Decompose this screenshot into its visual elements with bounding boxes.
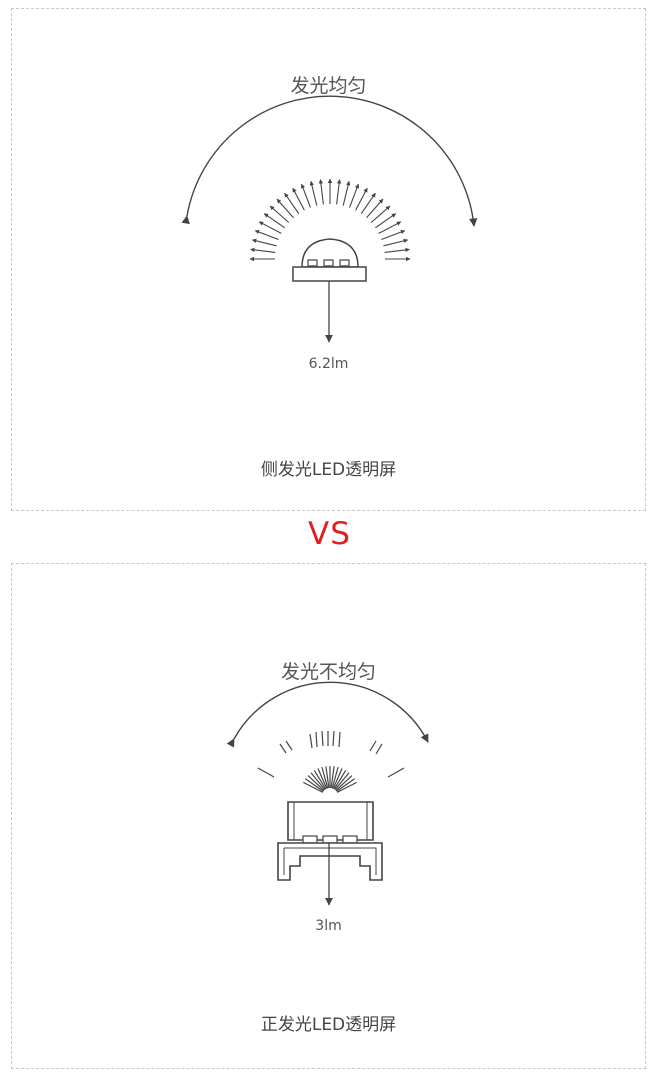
light-ray	[318, 179, 324, 205]
light-stroke	[305, 778, 324, 792]
side-emitting-panel: 发光均匀 6.2lm 侧发光LED透明屏	[11, 8, 646, 511]
light-ray	[263, 213, 286, 229]
light-stroke	[335, 775, 353, 792]
light-ray	[284, 192, 300, 215]
light-ray	[292, 187, 305, 211]
uneven-light-rays	[257, 730, 405, 793]
light-ray	[342, 180, 351, 206]
light-stroke	[330, 766, 335, 789]
panel-caption: 正发光LED透明屏	[260, 1015, 397, 1035]
light-ray	[258, 221, 282, 234]
light-stroke	[310, 772, 326, 791]
light-ray	[381, 229, 406, 241]
led-pad	[307, 259, 318, 267]
light-stroke	[336, 781, 357, 793]
light-ray	[269, 205, 290, 223]
led-body	[287, 801, 374, 841]
uniform-arc-arrow	[181, 95, 478, 227]
panel-caption: 侧发光LED透明屏	[260, 460, 397, 480]
led-pad	[322, 835, 338, 844]
light-stroke	[331, 766, 339, 789]
light-stroke	[309, 733, 313, 749]
led-housing	[277, 842, 383, 881]
light-stroke	[334, 772, 350, 791]
light-stroke	[387, 767, 405, 778]
light-ray	[355, 187, 368, 211]
light-stroke	[279, 743, 287, 754]
light-ray	[348, 183, 360, 208]
light-ray	[370, 205, 391, 223]
led-base	[292, 266, 367, 282]
light-ray	[276, 198, 294, 219]
light-stroke	[333, 770, 347, 790]
light-stroke	[325, 766, 330, 789]
uniform-light-rays	[249, 178, 411, 262]
side-emitting-diagram	[181, 95, 478, 343]
light-ray	[251, 238, 277, 247]
light-stroke	[375, 743, 383, 755]
lumen-value: 3lm	[315, 918, 342, 934]
light-ray	[366, 198, 384, 219]
uniform-label: 发光均匀	[290, 75, 367, 97]
light-stroke	[285, 740, 293, 751]
led-pad	[302, 835, 318, 844]
uneven-label: 发光不均匀	[280, 661, 376, 683]
light-ray	[250, 247, 276, 253]
light-ray	[383, 238, 409, 247]
light-stroke	[332, 768, 343, 789]
uneven-arc-arrow	[226, 681, 429, 748]
light-stroke	[315, 731, 318, 748]
light-stroke	[303, 781, 324, 793]
light-stroke	[257, 767, 275, 778]
light-ray	[360, 192, 376, 215]
light-ray	[384, 247, 410, 253]
light-stroke	[313, 770, 327, 790]
light-stroke	[317, 768, 328, 789]
lumen-value: 6.2lm	[308, 356, 349, 372]
front-emitting-panel: 发光不均匀 3lm 正发光LED透明屏	[11, 563, 646, 1069]
light-ray	[378, 221, 402, 234]
light-stroke	[336, 778, 355, 792]
light-stroke	[307, 775, 325, 792]
light-ray	[374, 213, 397, 229]
led-pad	[342, 835, 358, 844]
light-ray	[300, 183, 312, 208]
light-stroke	[321, 766, 329, 789]
light-stroke	[338, 731, 341, 748]
light-ray	[309, 180, 318, 206]
light-stroke	[332, 730, 335, 747]
front-emitting-diagram	[226, 681, 429, 906]
light-ray	[336, 179, 342, 205]
led-pad	[339, 259, 350, 267]
light-ray	[254, 229, 279, 241]
led-pad	[323, 259, 334, 267]
vs-label: VS	[308, 516, 351, 552]
light-stroke	[369, 740, 377, 752]
light-stroke	[321, 730, 324, 747]
